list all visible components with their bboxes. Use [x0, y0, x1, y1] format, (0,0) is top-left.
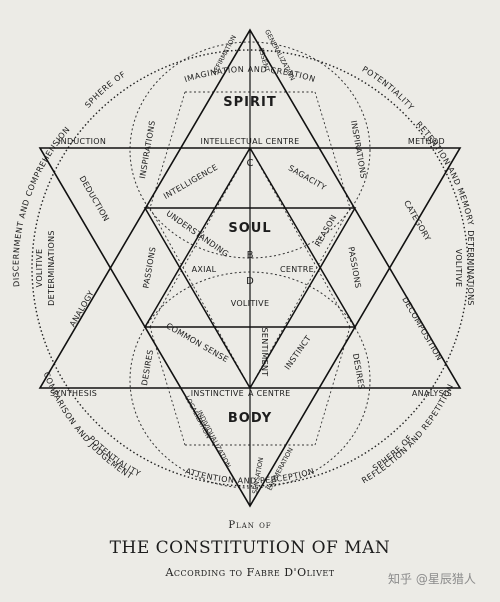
label-intellectual-centre: INTELLECTUAL CENTRE: [201, 137, 300, 146]
caption-title: THE CONSTITUTION OF MAN: [109, 538, 391, 558]
label-axial: AXIAL: [192, 265, 217, 274]
label-passions-left: PASSIONS: [141, 246, 157, 289]
label-analysis: ANALYSIS: [412, 389, 452, 398]
label-common-sense: COMMON SENSE: [165, 321, 230, 364]
svg-text:POTENTIALITY: POTENTIALITY: [87, 434, 143, 479]
outer-dotted-circle: [31, 49, 469, 487]
svg-text:POTENTIALITY: POTENTIALITY: [360, 65, 415, 113]
caption-subtitle: According to Fabre D'Olivet: [165, 566, 335, 579]
label-soul: SOUL: [228, 221, 271, 236]
label-decomposition: DECOMPOSITION: [400, 295, 444, 362]
label-sentiment: SENTIMENT: [260, 328, 269, 377]
label-desires-right: DESIRES: [351, 353, 366, 390]
label-method: METHOD: [408, 137, 445, 146]
label-deduction: DEDUCTION: [78, 174, 111, 223]
label-potentiality-upper: POTENTIALITY: [360, 65, 415, 113]
caption-plan: Plan of: [228, 520, 272, 531]
label-instinct: INSTINCT: [283, 334, 313, 372]
label-sensation: SENSATION: [251, 457, 265, 495]
label-volitive-right: VOLITIVE: [454, 249, 463, 288]
label-determinations-left: DETERMINATIONS: [47, 230, 56, 306]
label-passions-right: PASSIONS: [346, 246, 362, 289]
label-sphere-of-upper: SPHERE OF: [83, 69, 127, 109]
label-inspirations-left: INSPIRATIONS: [138, 120, 157, 180]
label-localization: LOCALIZATION: [183, 394, 212, 440]
label-spirit: SPIRIT: [223, 95, 276, 110]
watermark: 知乎 @星辰猎人: [388, 572, 476, 586]
label-intelligence: INTELLIGENCE: [162, 163, 219, 201]
label-letter-b: B: [247, 250, 254, 261]
label-inspirations-right: INSPIRATIONS: [349, 120, 368, 180]
label-volitive-left: VOLITIVE: [35, 249, 44, 288]
label-sagacity: SAGACITY: [287, 163, 328, 192]
label-potentiality-lower: POTENTIALITY: [87, 434, 142, 479]
label-determinations-right: DETERMINATIONS: [466, 230, 475, 306]
label-letter-c: C: [247, 158, 254, 169]
label-centre: CENTRE: [280, 265, 314, 274]
label-synthesis: SYNTHESIS: [50, 389, 97, 398]
label-analogy: ANALOGY: [68, 289, 96, 328]
label-letter-d: D: [246, 276, 254, 287]
label-body: BODY: [228, 411, 272, 426]
label-volitive-inner: VOLITIVE: [231, 299, 270, 308]
label-induction: INDUCTION: [58, 137, 106, 146]
label-instinctive: INSTINCTIVE: [191, 389, 244, 398]
label-a-centre: A CENTRE: [248, 389, 291, 398]
label-category: CATEGORY: [402, 199, 432, 243]
svg-text:SPHERE OF: SPHERE OF: [83, 69, 127, 109]
label-desires-left: DESIRES: [140, 349, 155, 386]
